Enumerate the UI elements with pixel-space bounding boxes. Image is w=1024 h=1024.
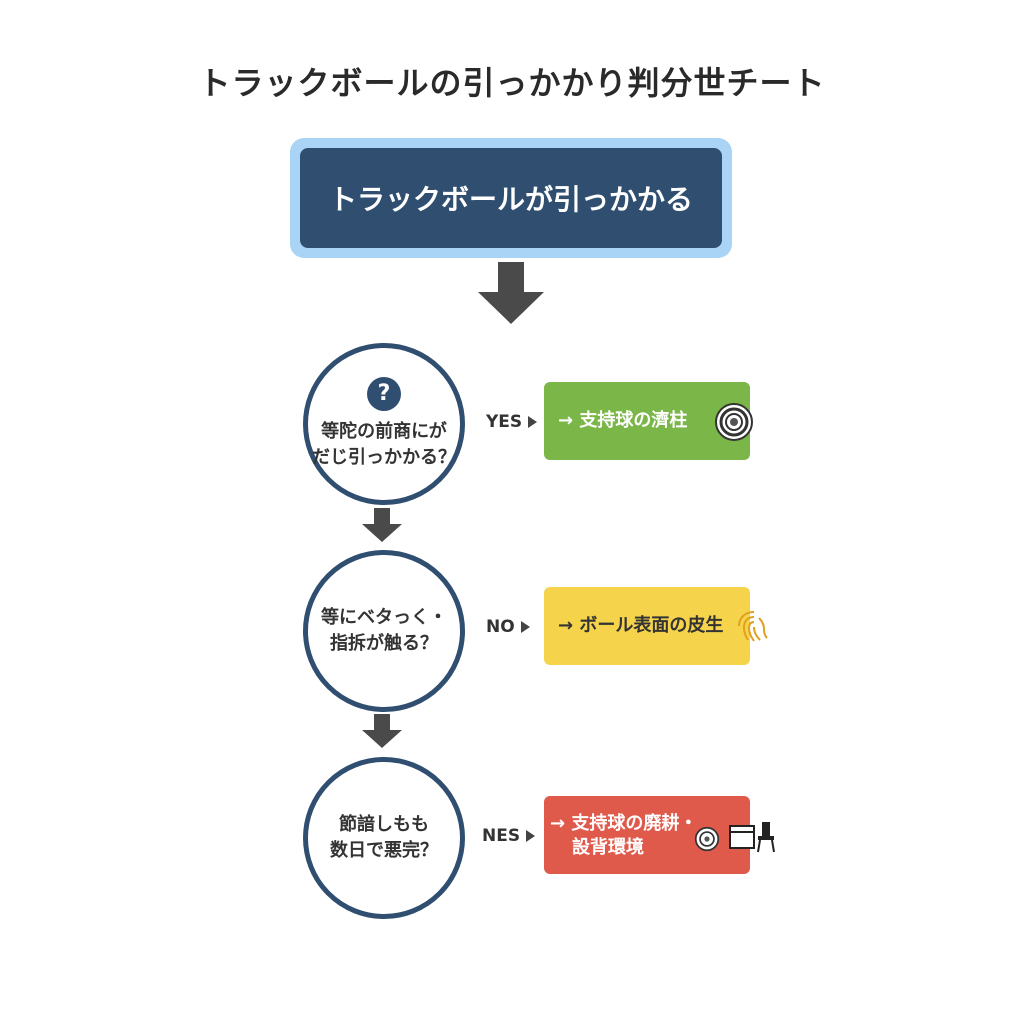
down-arrow-icon (478, 262, 544, 324)
fingerprint-icon (738, 611, 768, 642)
question-3-line-1: 節諳しもも (339, 814, 429, 835)
start-node: トラックボールが引っかかる (290, 138, 732, 258)
page-title: トラックボールの引っかかり判分世チート (198, 64, 826, 102)
result-node-1: → 支持球の濟柱 (544, 382, 753, 460)
question-icon: ? (367, 377, 401, 411)
result-3-line-1: → 支持球の廃耕・ (550, 813, 698, 834)
question-1-line-1: 等陀の前商にが (321, 421, 447, 442)
result-1-text: → 支持球の濟柱 (558, 410, 688, 431)
result-node-3: → 支持球の廃耕・ 設背環境 (544, 796, 775, 874)
branch-label-1: YES (486, 412, 538, 432)
branch-label-2: NO (486, 617, 530, 637)
branch-2-text: NO (486, 617, 515, 637)
result-3-line-2: 設背環境 (572, 837, 644, 858)
result-node-2: → ボール表面の皮生 (544, 587, 768, 665)
branch-1-text: YES (486, 412, 523, 432)
question-node-1: ? 等陀の前商にが だじ引っかかる？ (303, 343, 465, 505)
right-arrow-icon (520, 621, 530, 633)
result-2-text: → ボール表面の皮生 (558, 615, 724, 636)
question-2-line-1: 等にベタっく・ (321, 607, 447, 628)
question-node-2: 等にベタっく・ 指拆が触る？ (303, 550, 465, 712)
question-2-line-2: 指拆が触る？ (330, 633, 438, 654)
right-arrow-icon (528, 416, 538, 428)
branch-label-3: NES (482, 826, 536, 846)
bearing-icon (715, 403, 753, 441)
down-arrow-icon (362, 714, 402, 748)
question-node-3: 節諳しもも 数日で悪完？ (303, 757, 465, 919)
bearing-icon (694, 826, 720, 852)
down-arrow-icon (362, 508, 402, 542)
right-arrow-icon (526, 830, 536, 842)
start-node-label: トラックボールが引っかかる (300, 148, 722, 248)
branch-3-text: NES (482, 826, 521, 846)
desk-chair-icon (729, 822, 775, 853)
question-3-line-2: 数日で悪完？ (330, 840, 438, 861)
question-1-line-2: だじ引っかかる？ (312, 447, 456, 468)
